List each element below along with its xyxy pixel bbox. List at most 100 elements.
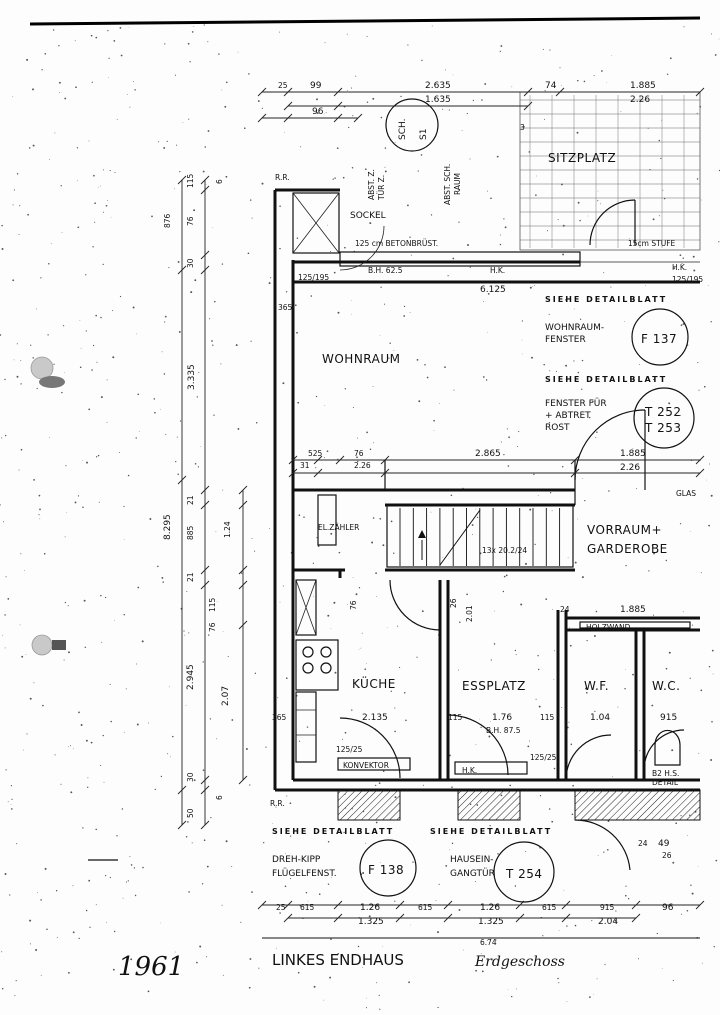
dim-int-8: 365 xyxy=(272,713,287,722)
speck xyxy=(95,314,97,317)
speck xyxy=(77,495,80,497)
speck xyxy=(23,749,25,751)
speck xyxy=(380,862,381,864)
speck xyxy=(403,315,406,317)
speck xyxy=(493,643,496,645)
speck xyxy=(497,853,499,855)
speck xyxy=(658,215,660,217)
speck xyxy=(355,75,357,77)
speck xyxy=(571,813,574,816)
speck xyxy=(372,97,375,100)
speck xyxy=(379,1008,381,1010)
speck xyxy=(105,921,107,923)
speck xyxy=(532,286,534,287)
speck xyxy=(545,598,548,600)
speck xyxy=(64,536,66,538)
speck xyxy=(61,231,63,233)
dim-mid-6: 1.885 xyxy=(620,449,646,459)
speck xyxy=(67,605,69,607)
speck xyxy=(189,61,191,63)
speck xyxy=(451,842,454,845)
siehe-detailblatt-1: SIEHE DETAILBLATT xyxy=(545,295,667,304)
speck xyxy=(112,356,115,359)
speck xyxy=(149,518,152,520)
interior-walls xyxy=(293,460,700,780)
speck xyxy=(129,855,131,857)
dim-int-0: 125/195 xyxy=(298,273,329,282)
speck xyxy=(220,363,222,365)
dim-int-13: 1.04 xyxy=(590,713,610,723)
speck xyxy=(682,257,684,259)
speck xyxy=(549,49,551,51)
dim-left-17: 50 xyxy=(186,808,195,818)
dim-tick xyxy=(288,468,298,478)
speck xyxy=(324,457,325,459)
speck xyxy=(394,900,396,902)
speck xyxy=(654,547,656,549)
speck xyxy=(23,570,25,571)
speck xyxy=(333,601,336,604)
dim-int-1: 365 xyxy=(278,303,293,312)
speck xyxy=(116,835,118,837)
dim-bot-1: 615 xyxy=(300,903,315,912)
speck xyxy=(188,632,190,634)
label-detail-2: DETAIL xyxy=(652,778,679,787)
speck xyxy=(324,405,326,407)
speck xyxy=(452,257,455,260)
speck xyxy=(105,204,108,207)
speck xyxy=(4,873,7,875)
dim-tick xyxy=(283,101,293,111)
dim-tick xyxy=(200,785,210,795)
dim-int-19: 26 xyxy=(662,851,672,860)
speck xyxy=(514,649,517,652)
speck xyxy=(607,820,610,822)
dim-bot-6: 1.325 xyxy=(478,917,504,927)
speck xyxy=(310,295,313,297)
speck xyxy=(390,690,392,692)
speck xyxy=(129,106,131,108)
speck xyxy=(18,469,20,471)
speck xyxy=(251,538,253,540)
speck xyxy=(10,808,13,810)
speck xyxy=(380,116,383,119)
speck xyxy=(627,898,630,900)
dim-tick xyxy=(200,185,210,195)
speck xyxy=(471,524,474,526)
speck xyxy=(16,843,18,845)
speck xyxy=(565,378,568,381)
speck xyxy=(85,739,88,742)
speck xyxy=(95,904,97,906)
speck xyxy=(462,949,464,951)
speck xyxy=(128,27,130,28)
dim-tick xyxy=(335,455,345,465)
speck xyxy=(586,691,588,694)
speck xyxy=(248,73,250,75)
speck xyxy=(21,655,24,658)
speck xyxy=(7,598,10,600)
speck xyxy=(529,508,532,511)
speck xyxy=(458,669,460,671)
speck xyxy=(697,362,699,364)
speck xyxy=(337,311,340,314)
speck xyxy=(10,804,12,806)
speck xyxy=(96,361,98,363)
speck xyxy=(475,744,477,745)
speck xyxy=(490,721,492,722)
speck xyxy=(447,275,449,277)
dim-top-0: 25 xyxy=(278,81,288,90)
speck xyxy=(147,990,150,993)
label-holzwand: HOLZWAND xyxy=(586,623,631,632)
speck xyxy=(718,38,720,40)
top-edge-line xyxy=(29,16,701,26)
speck xyxy=(127,474,130,477)
label-stufe: 15cm STUFE xyxy=(628,239,676,248)
speck xyxy=(67,971,70,974)
speck xyxy=(313,595,314,597)
speck xyxy=(604,964,606,966)
dim-tick xyxy=(380,455,390,465)
dim-mid-7: 2.26 xyxy=(620,463,640,473)
speck xyxy=(466,593,468,596)
speck xyxy=(558,930,560,932)
ref-f137: F 137 xyxy=(641,332,677,346)
speck xyxy=(700,689,703,692)
